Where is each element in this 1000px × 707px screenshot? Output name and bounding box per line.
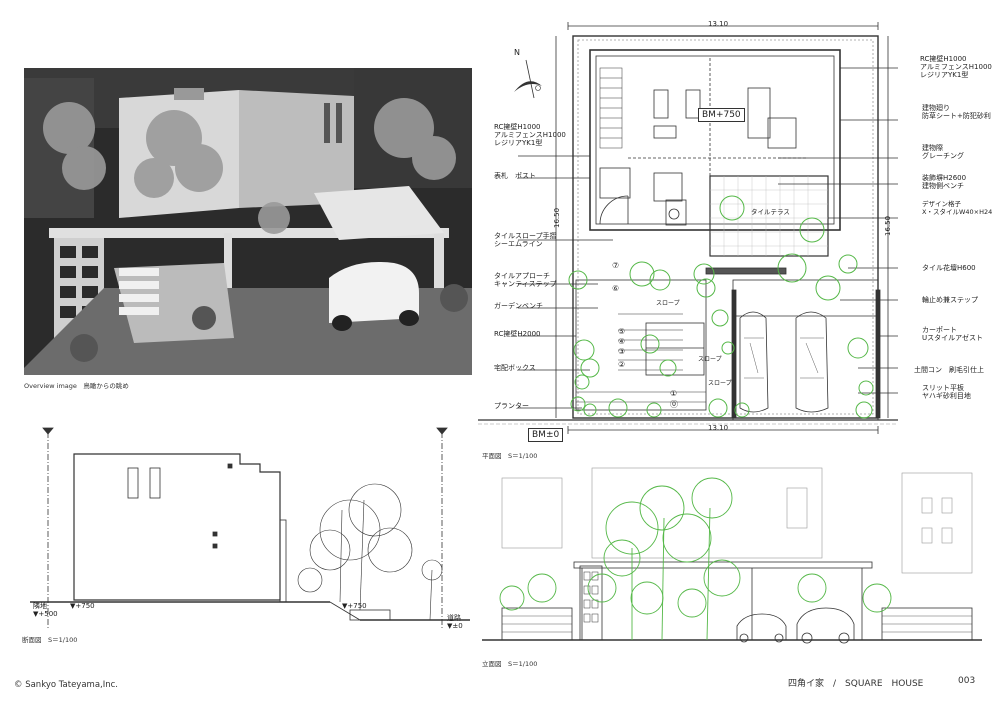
plan-label-left: タイルスロープ手摺シーエムライン: [494, 232, 557, 248]
slope-label-2: スロープ: [698, 356, 722, 363]
bm-top-badge: BM+750: [698, 108, 745, 122]
plan-label-right: 土間コン 刷毛引仕上: [914, 366, 984, 374]
plan-label-left: 表札 ポスト: [494, 172, 536, 180]
bm-bottom-badge: BM±0: [528, 428, 564, 442]
plan-label-left: RC擁壁H2000: [494, 330, 541, 338]
section-road-level: ▼±0: [447, 622, 463, 630]
plan-caption: 平面図 S＝1/100: [482, 452, 538, 460]
plan-dim-right: 16.50: [884, 215, 892, 236]
step-number: ⑦: [612, 261, 620, 270]
elevation-drawing: [482, 467, 982, 644]
section-neighbor: 隣地: [33, 602, 47, 610]
plan-dim-left: 16.50: [553, 207, 561, 228]
step-number: ④: [618, 337, 626, 346]
step-number: ⑥: [612, 284, 620, 293]
section-caption: 断面図 S＝1/100: [22, 636, 78, 644]
overview-render-svg: [24, 68, 472, 375]
overview-render: [24, 68, 472, 375]
site-plan: [478, 22, 898, 434]
overview-caption: Overview image 鳥瞰からの眺め: [24, 382, 129, 390]
plan-dim-top: 13.10: [708, 20, 729, 28]
slope-label-1: スロープ: [656, 300, 680, 307]
copyright: © Sankyo Tateyama,Inc.: [14, 680, 119, 690]
plan-label-left: ガーデンベンチ: [494, 302, 543, 310]
step-number: ③: [618, 347, 626, 356]
plan-label-left: タイルアプローチキャンティステップ: [494, 272, 557, 288]
north-arrow-icon: [514, 59, 542, 99]
step-number: ①: [670, 389, 678, 398]
project-title: 四角イ家 / SQUARE HOUSE: [788, 679, 924, 689]
page-number: 003: [958, 676, 976, 686]
plan-label-right: スリット平板ヤハギ砂利目地: [922, 384, 971, 400]
north-label: N: [514, 48, 520, 57]
slope-label-3: スロープ: [708, 380, 732, 387]
plan-label-left: 宅配ボックス: [494, 364, 536, 372]
section-drawing: [30, 427, 470, 630]
plan-label-right: タイル花壇H600: [922, 264, 976, 272]
section-road: 道路: [447, 614, 461, 622]
plan-label-left: プランター: [494, 402, 529, 410]
plan-dim-bottom: 13.10: [708, 424, 729, 432]
terrace-label: タイルテラス: [751, 208, 790, 216]
section-level-right: ▼+750: [342, 602, 367, 610]
plan-label-right: 輪止め兼ステップ: [922, 296, 978, 304]
step-number: ②: [618, 360, 626, 369]
elevation-caption: 立面図 S＝1/100: [482, 660, 538, 668]
section-level-left: ▼+750: [70, 602, 95, 610]
step-number: ⓪: [670, 400, 678, 409]
plan-label-right: 建物廻り防草シート+防犯砂利: [922, 104, 991, 120]
section-neighbor-level: ▼+500: [33, 610, 58, 618]
plan-label-right: 建物際グレーチング: [922, 144, 964, 160]
step-number: ⑤: [618, 327, 626, 336]
